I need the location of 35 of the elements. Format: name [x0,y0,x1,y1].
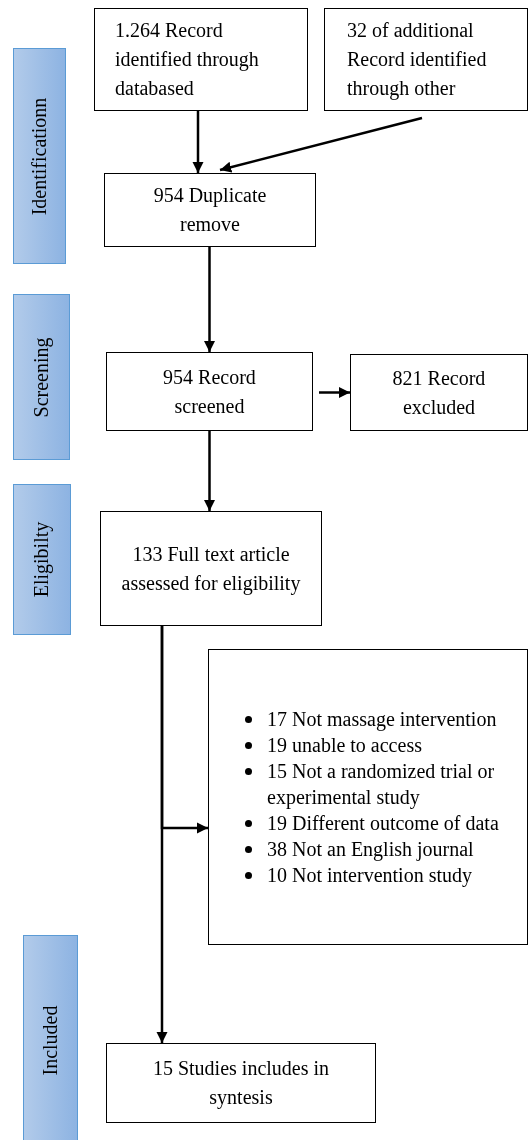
box-text: 133 Full text article assessed for eligibility [121,541,301,597]
phase-label: Included [39,1005,62,1075]
arrow [160,626,208,834]
phase-band [13,484,71,635]
exclusion-reason: 19 unable to access [267,733,423,758]
arrow [203,247,216,352]
phase-band [13,48,66,264]
arrow [192,111,204,173]
arrow [319,386,350,399]
exclusion-reason: 17 Not massage intervention [267,707,498,732]
box-text: 1.264 Record identified through databased [115,18,260,101]
process-box [100,511,322,626]
exclusion-reason: 38 Not an English journal [267,837,475,862]
exclusion-reason: 19 Different outcome of data [267,811,500,836]
process-box [350,354,528,431]
box-text: 954 Record screened [162,364,257,419]
arrow [219,116,423,173]
process-box [324,8,528,111]
box-text: 821 Record excluded [391,365,487,420]
phase-label: Screening [30,337,53,417]
phase-band [13,294,70,460]
process-box [94,8,308,111]
phase-band [23,935,78,1140]
arrow [203,431,216,511]
phase-label: Identificationn [28,97,51,215]
box-text: 954 Duplicate remove [152,183,268,237]
box-text: 15 Studies includes in syntesis [151,1056,331,1111]
exclusion-box [208,649,528,945]
process-box [106,1043,376,1123]
phase-label: Eligibilty [30,521,54,598]
exclusion-reason: 15 Not a randomized trial or experimental study [267,759,496,810]
process-box [104,173,316,247]
process-box [106,352,313,431]
exclusion-reason: 10 Not intervention study [267,863,473,888]
box-text: 32 of additional Record identified through other [347,18,488,102]
